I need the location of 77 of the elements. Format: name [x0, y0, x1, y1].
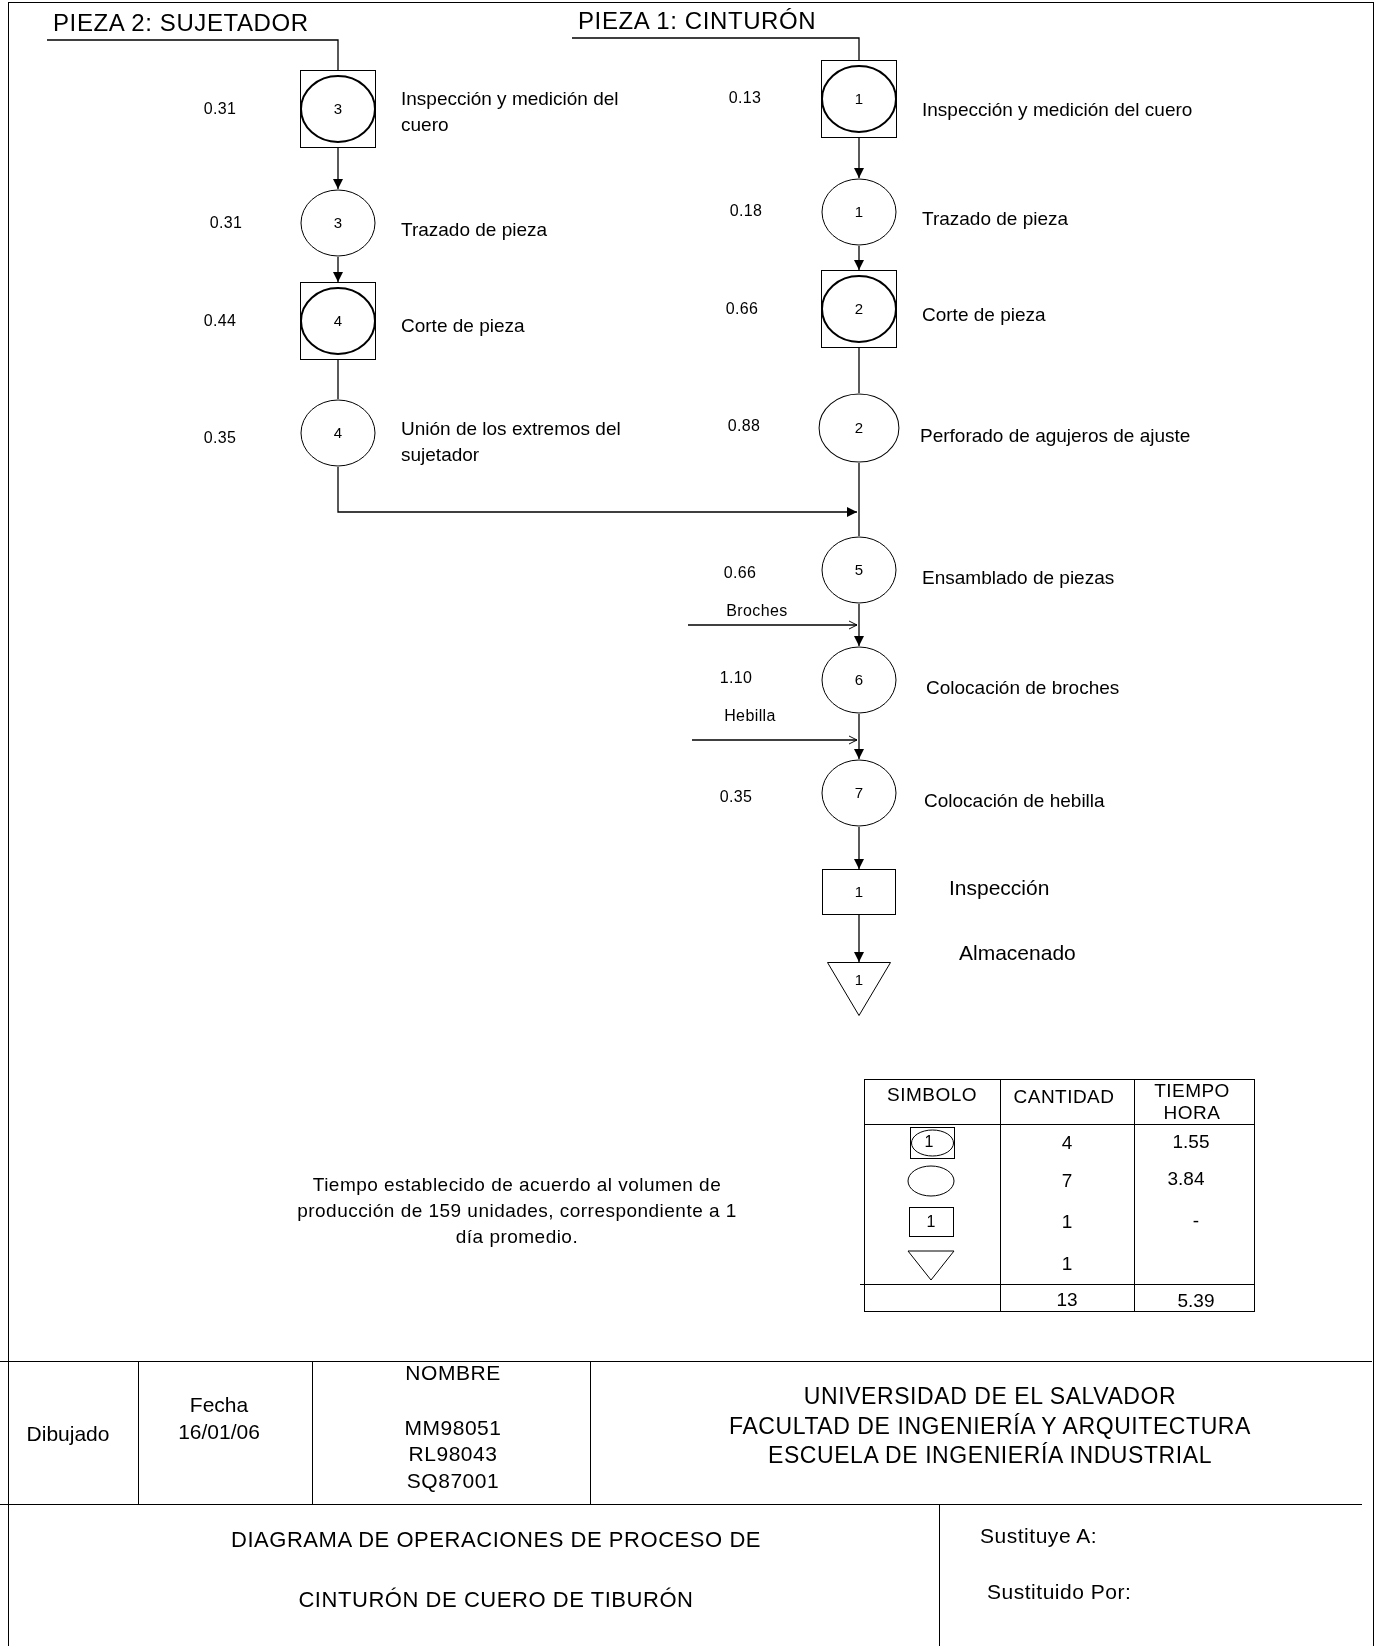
step-description: Unión de los extremos del sujetador [401, 417, 622, 467]
table-cell-text: 5.39 [1177, 1288, 1215, 1313]
title-block-text: Sustituido Por: [987, 1579, 1132, 1606]
table-cell-text: 1 [1061, 1251, 1073, 1276]
time-value: 0.35 [203, 428, 237, 448]
title-block-text: CINTURÓN DE CUERO DE TIBURÓN [298, 1585, 694, 1614]
time-value: 0.31 [209, 213, 243, 233]
title-block-text: ESCUELA DE INGENIERÍA INDUSTRIAL [768, 1440, 1212, 1470]
time-value: 0.88 [727, 416, 761, 436]
connector-arrow [854, 713, 864, 760]
time-value: 1.10 [719, 668, 753, 688]
title-block-text: RL98043 [408, 1441, 498, 1468]
step-description: Inspección y medición del cuero [922, 98, 1194, 122]
title-block-text: Fecha [189, 1392, 249, 1419]
step-description: Trazado de pieza [401, 218, 549, 242]
connector-arrow [854, 245, 864, 271]
combined-operation-symbol: 3 [300, 70, 376, 148]
table-cell-text: 1 [1061, 1209, 1073, 1234]
time-value: 0.18 [729, 201, 763, 221]
note: Tiempo establecido de acuerdo al volumen de producción de 159 unidades, correspondiente a 1 día promedio. [296, 1173, 738, 1249]
table-cell-text: CANTIDAD [1013, 1084, 1115, 1109]
table-cell-text: 4 [1061, 1130, 1073, 1155]
part-heading: PIEZA 2: SUJETADOR [47, 6, 347, 40]
time-value: 0.31 [203, 99, 237, 119]
operation-circle: 6 [821, 646, 897, 714]
title-block-text: UNIVERSIDAD DE EL SALVADOR [803, 1381, 1177, 1411]
table-cell-text: 1 [924, 1132, 934, 1152]
combined-operation-symbol: 1 [821, 60, 897, 138]
operation-circle: 2 [818, 393, 900, 463]
step-description: Corte de pieza [401, 314, 526, 338]
operation-circle: 4 [300, 399, 376, 467]
operation-circle: 3 [300, 189, 376, 257]
time-value: 0.13 [728, 88, 762, 108]
step-description: Colocación de hebilla [924, 789, 1106, 813]
time-value: 0.44 [203, 311, 237, 331]
table-cell-text: SIMBOLO [887, 1082, 977, 1107]
time-value: 0.35 [719, 787, 753, 807]
connector-arrow [854, 914, 864, 963]
connector-arrow [333, 147, 343, 190]
operation-circle: 7 [821, 759, 897, 827]
connector-arrow [854, 826, 864, 870]
table-cell-text: 7 [1061, 1168, 1073, 1193]
connector-arrow [337, 466, 858, 517]
table-cell-text: TIEMPO HORA [1153, 1080, 1231, 1124]
title-block-text: DIAGRAMA DE OPERACIONES DE PROCESO DE [230, 1525, 762, 1554]
operation-circle: 5 [821, 536, 897, 604]
title-block-text: SQ87001 [406, 1468, 500, 1495]
step-description: Corte de pieza [922, 303, 1047, 327]
step-description: Almacenado [959, 940, 1077, 966]
time-value: 0.66 [725, 299, 759, 319]
title-block-text: 16/01/06 [178, 1419, 260, 1446]
storage-triangle: 1 [827, 962, 891, 1016]
connector-arrow [854, 603, 864, 647]
title-block-text: Dibujado [26, 1421, 110, 1448]
step-description: Trazado de pieza [922, 207, 1070, 231]
step-description: Inspección [949, 875, 1051, 901]
table-cell-text: 13 [1056, 1287, 1078, 1312]
connector-arrow [333, 256, 343, 283]
combined-operation-symbol: 4 [300, 282, 376, 360]
operation-circle: 1 [821, 178, 897, 246]
step-description: Inspección y medición del cuero [401, 87, 620, 137]
title-block-text: Sustituye A: [980, 1523, 1098, 1550]
inspection-box: 1 [822, 869, 896, 915]
title-block-text: NOMBRE [405, 1360, 501, 1387]
table-cell-text: 1.55 [1172, 1129, 1210, 1154]
connector-arrow [854, 137, 864, 179]
title-block-text: MM98051 [404, 1415, 502, 1442]
table-cell-text: 1 [926, 1212, 936, 1232]
title-block-text: FACULTAD DE INGENIERÍA Y ARQUITECTURA [729, 1411, 1251, 1441]
part-heading: PIEZA 1: CINTURÓN [572, 4, 872, 38]
step-description: Perforado de agujeros de ajuste [920, 424, 1192, 448]
step-description: Ensamblado de piezas [922, 566, 1116, 590]
table-cell-text: 3.84 [1167, 1166, 1205, 1191]
table-cell-text: - [1192, 1208, 1200, 1233]
combined-operation-symbol: 2 [821, 270, 897, 348]
step-description: Colocación de broches [926, 676, 1121, 700]
time-value: 0.66 [723, 563, 757, 583]
